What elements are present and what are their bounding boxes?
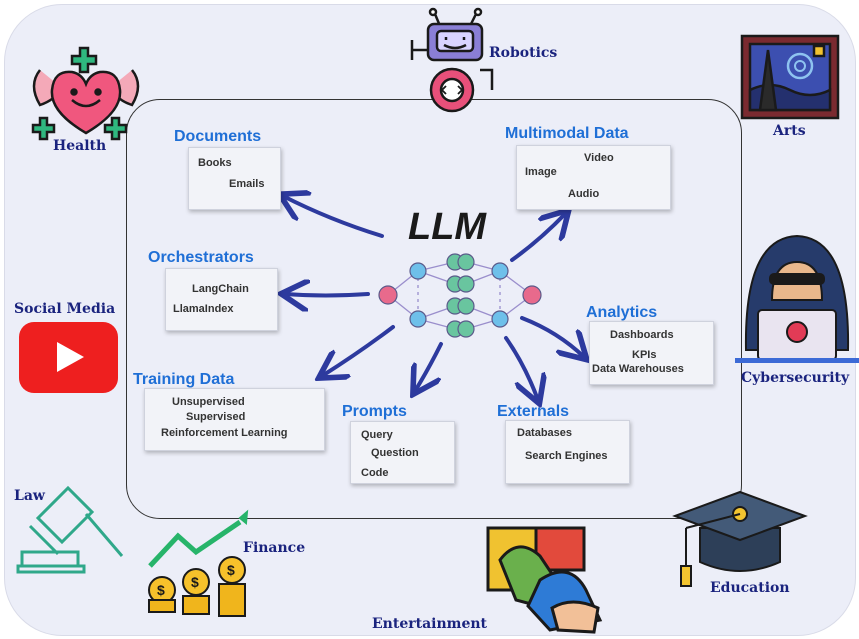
- prompts-item: Query: [361, 429, 393, 441]
- externals-heading: Externals: [497, 403, 570, 420]
- prompts-item: Question: [371, 447, 419, 459]
- arrow-to-orchestrators: [285, 294, 370, 296]
- arrow-to-externals: [504, 336, 538, 400]
- analytics-item: KPIs: [632, 349, 657, 361]
- domain-label-social-media: Social Media: [14, 301, 116, 317]
- domain-label-finance: Finance: [243, 540, 306, 556]
- arrow-to-training: [322, 325, 395, 376]
- domain-label-education: Education: [710, 580, 790, 596]
- training-item: Supervised: [186, 411, 246, 423]
- robot-icon: [410, 7, 494, 113]
- externals-box: Databases Search Engines: [505, 420, 630, 484]
- orchestrators-item: LlamaIndex: [173, 303, 234, 315]
- arrows: [283, 196, 584, 400]
- prompts-box: Query Question Code: [350, 421, 455, 484]
- domain-label-entertainment: Entertainment: [372, 616, 488, 632]
- analytics-heading: Analytics: [586, 304, 658, 321]
- graduation-cap-icon: [672, 490, 808, 587]
- arrow-to-prompts: [415, 342, 443, 391]
- documents-box: Books Emails: [188, 147, 281, 210]
- domain-label-arts: Arts: [773, 123, 806, 139]
- training-heading: Training Data: [133, 371, 235, 388]
- training-item: Unsupervised: [172, 396, 245, 408]
- domain-label-law: Law: [14, 488, 45, 504]
- externals-item: Databases: [517, 427, 573, 439]
- youtube-icon: [19, 322, 118, 393]
- prompts-item: Code: [361, 467, 389, 479]
- multimodal-heading: Multimodal Data: [505, 125, 629, 142]
- gavel-icon: [16, 485, 124, 574]
- analytics-box: Dashboards KPIs Data Warehouses: [589, 321, 714, 385]
- training-item: Reinforcement Learning: [161, 427, 288, 439]
- multimodal-item: Audio: [568, 188, 600, 200]
- neural-network-icon: [378, 253, 542, 338]
- arrow-to-analytics: [520, 316, 584, 357]
- painting-icon: [740, 34, 840, 120]
- analytics-item: Dashboards: [610, 329, 674, 341]
- orchestrators-item: LangChain: [192, 283, 249, 295]
- dollar-signs: $ $ $: [157, 562, 235, 598]
- arrow-to-multimodal: [510, 213, 566, 262]
- svg-text:$: $: [191, 574, 199, 590]
- training-box: Unsupervised Supervised Reinforcement Le…: [144, 388, 325, 451]
- llm-title: LLM: [408, 206, 487, 248]
- domain-label-robotics: Robotics: [489, 45, 558, 61]
- svg-text:$: $: [157, 582, 165, 598]
- multimodal-item: Image: [525, 166, 557, 178]
- finance-icon: [148, 509, 249, 617]
- arrow-to-documents: [283, 196, 384, 238]
- svg-text:$: $: [227, 562, 235, 578]
- domain-label-cybersecurity: Cybersecurity: [741, 370, 850, 386]
- orchestrators-heading: Orchestrators: [148, 249, 254, 266]
- prompts-heading: Prompts: [342, 403, 407, 420]
- documents-item: Books: [198, 157, 232, 169]
- documents-heading: Documents: [174, 128, 262, 145]
- externals-item: Search Engines: [525, 450, 608, 462]
- analytics-item: Data Warehouses: [592, 363, 684, 375]
- heart-icon: [31, 46, 140, 141]
- domain-label-health: Health: [53, 138, 107, 154]
- multimodal-item: Video: [584, 152, 614, 164]
- orchestrators-box: LangChain LlamaIndex: [165, 268, 278, 331]
- hacker-icon: [735, 234, 859, 363]
- puzzle-icon: [486, 526, 603, 634]
- documents-item: Emails: [229, 178, 265, 190]
- multimodal-box: Video Image Audio: [516, 145, 671, 210]
